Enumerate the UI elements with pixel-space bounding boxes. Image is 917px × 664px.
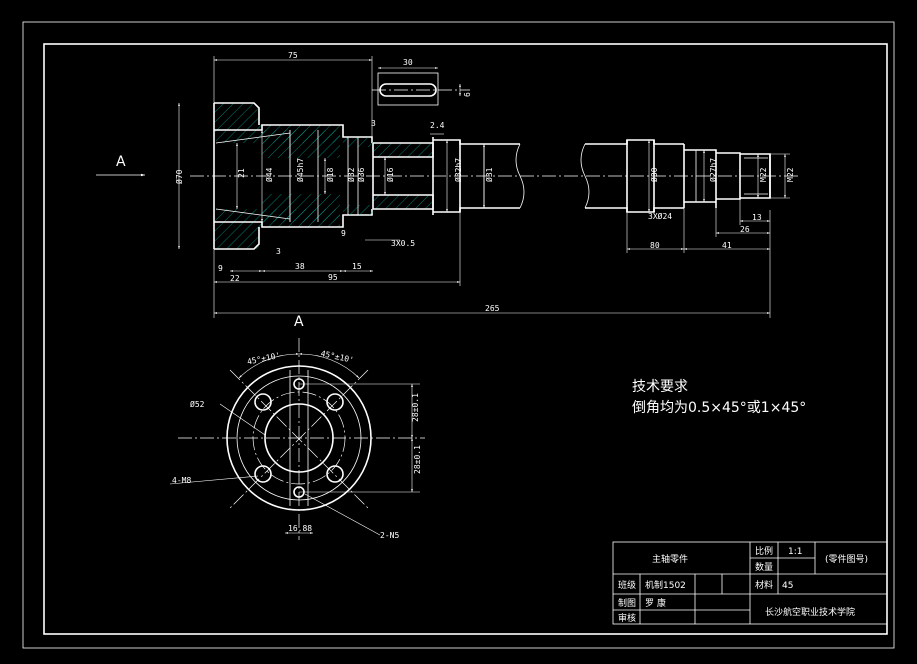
dim-22: 22	[230, 274, 240, 283]
dim-d27h7: Ø27h7	[708, 158, 718, 182]
dim-30: 30	[403, 58, 413, 67]
dim-80: 80	[650, 241, 660, 250]
dim-d16: Ø16	[385, 167, 395, 182]
view-label-a-section: A	[294, 314, 304, 330]
dim-15: 15	[352, 262, 362, 271]
dim-28-lower: 28±0.1	[413, 445, 422, 474]
dim-9-mid: 9	[341, 229, 346, 238]
label-2-n5: 2-N5	[380, 531, 399, 540]
class-value: 机制1502	[645, 579, 686, 591]
dim-3-top: 3	[371, 119, 376, 128]
dim-75: 75	[288, 51, 298, 60]
dim-d44: Ø44	[264, 167, 274, 182]
dim-d32: Ø32	[346, 167, 356, 182]
outer-border	[22, 21, 895, 649]
dim-38: 38	[295, 262, 305, 271]
dim-41: 41	[722, 241, 732, 250]
drawing-number: (零件图号)	[825, 553, 868, 565]
scale-label: 比例	[755, 545, 773, 557]
label-4-m8: 4-M8	[172, 476, 191, 485]
dim-d18: Ø18	[325, 167, 335, 182]
scale-value: 1:1	[788, 547, 802, 557]
dim-d30: Ø30	[649, 167, 659, 182]
dim-3x0-5: 3X0.5	[391, 239, 415, 248]
dim-angle-left: 45°±10'	[246, 351, 281, 367]
dim-d45h7: Ø45h7	[295, 158, 305, 182]
dim-16-88: 16.88	[288, 524, 312, 533]
part-name: 主轴零件	[652, 553, 688, 565]
dim-9-left: 9	[218, 264, 223, 273]
material-value: 45	[782, 581, 793, 591]
dim-95: 95	[328, 273, 338, 282]
dim-26: 26	[740, 225, 750, 234]
dim-28-upper: 28±0.1	[411, 393, 420, 422]
title-block-text: 主轴零件 比例 1:1 数量 (零件图号) 班级 机制1502 材料 45 制图…	[618, 545, 868, 624]
dim-13: 13	[752, 213, 762, 222]
main-dimensions	[178, 56, 790, 318]
school-name: 长沙航空职业技术学院	[765, 606, 855, 618]
dim-m22-inner: M22	[759, 167, 768, 182]
drawn-by-label: 制图	[618, 597, 636, 609]
tech-requirements-title: 技术要求	[632, 379, 688, 395]
title-block	[612, 541, 888, 625]
section-view-labels: A 45°±10' 45°±10' Ø52 4-M8 2-N5 16.88 28…	[172, 314, 422, 540]
dim-d36: Ø36	[356, 167, 366, 182]
dim-m22-outer: M22	[786, 167, 795, 182]
dim-2-4: 2.4	[430, 121, 445, 130]
dim-265: 265	[485, 304, 500, 313]
dim-d31: Ø31	[484, 167, 494, 182]
quantity-label: 数量	[755, 561, 773, 573]
drawn-by-value: 罗 康	[645, 597, 666, 609]
view-label-a-arrow: A	[116, 154, 126, 170]
dim-3xd24: 3XØ24	[648, 211, 672, 221]
checked-by-label: 审核	[618, 612, 636, 624]
dim-21: 21	[237, 168, 246, 178]
section-view-a	[169, 338, 425, 540]
inner-border	[43, 43, 888, 635]
dim-6: 6	[463, 92, 472, 97]
main-view-labels: A 75 30 6 3 2.4 Ø70 Ø44 Ø45h7 Ø18 Ø32 Ø3…	[116, 51, 795, 313]
dim-d52: Ø52	[190, 399, 205, 409]
dim-d32h7: Ø32h7	[453, 158, 463, 182]
material-label: 材料	[755, 579, 773, 591]
tech-requirements-line: 倒角均为0.5×45°或1×45°	[632, 400, 806, 416]
shaft-main-view	[96, 72, 800, 250]
dim-3-bottom: 3	[276, 247, 281, 256]
class-label: 班级	[618, 579, 636, 591]
dim-d70: Ø70	[174, 169, 184, 184]
